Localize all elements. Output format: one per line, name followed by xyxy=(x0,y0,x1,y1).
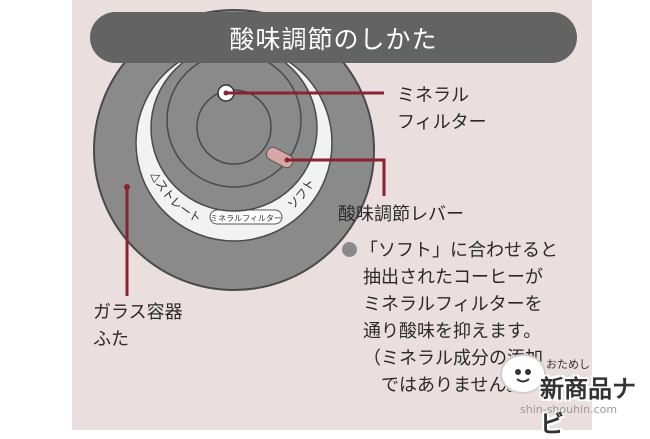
watermark-brand: 新商品ナビ xyxy=(540,375,636,438)
description-line: 抽出されたコーヒーが xyxy=(363,267,543,288)
mineral-filter-label: ミネラル フィルター xyxy=(397,82,487,136)
description-line: ミネラルフィルターを xyxy=(363,294,543,315)
acidity-lever-label: 酸味調節レバー xyxy=(338,204,464,225)
mineral-filter-label-line: フィルター xyxy=(397,112,487,133)
acidity-lever xyxy=(265,146,294,169)
header-title: 酸味調節のしかた xyxy=(229,24,438,54)
bullet-icon xyxy=(342,242,357,257)
description-text: 「ソフト」に合わせると 抽出されたコーヒーが ミネラルフィルターを 通り酸味を抑… xyxy=(342,237,558,399)
glass-lid-label-line: ふた xyxy=(93,329,129,350)
watermark: おためし 新商品ナビ shin-shouhin.com xyxy=(500,352,650,438)
lever-leader xyxy=(287,158,386,196)
coffee-maker-lid-diagram: △ストレート ソフト ミネラルフィルター xyxy=(93,9,386,296)
mascot-face-icon xyxy=(500,354,546,394)
description-line: 通り酸味を抑えます。 xyxy=(363,321,542,342)
watermark-url: shin-shouhin.com xyxy=(520,403,618,416)
watermark-small-text: おためし xyxy=(546,358,590,371)
lid-center-recess xyxy=(196,89,272,165)
description-line: （ミネラル成分の添加 xyxy=(363,348,543,369)
description-line: 「ソフト」に合わせると xyxy=(342,237,558,264)
description-line: ではありません。） xyxy=(363,375,534,396)
glass-lid-label-line: ガラス容器 xyxy=(93,302,183,323)
header-banner: 酸味調節のしかた xyxy=(90,12,577,63)
mineral-filter-label-line: ミネラル xyxy=(397,85,469,106)
glass-lid-label: ガラス容器 ふた xyxy=(93,299,183,353)
dial-bottom-label: ミネラルフィルター xyxy=(210,214,282,223)
